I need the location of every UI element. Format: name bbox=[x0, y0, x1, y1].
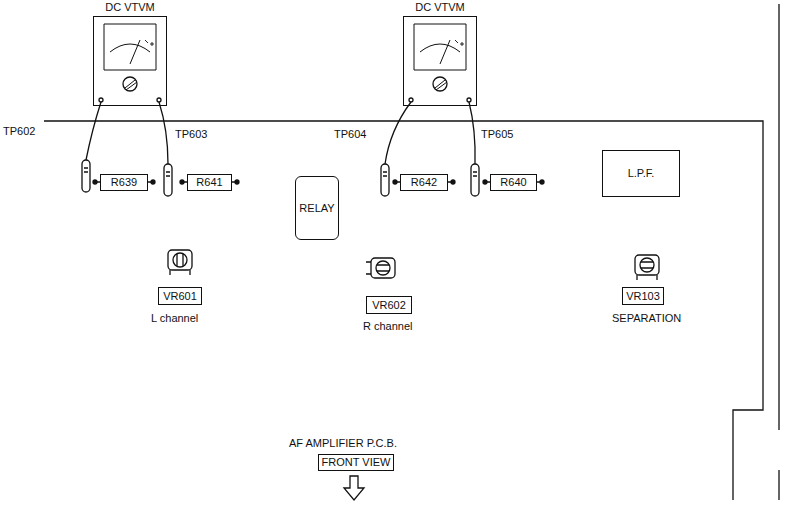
part-name: R640 bbox=[500, 176, 526, 189]
meter-lead bbox=[159, 102, 168, 164]
direction-arrow bbox=[344, 476, 364, 500]
meter-lead bbox=[86, 102, 101, 160]
meter: DC VTVM bbox=[403, 16, 477, 106]
channel-note: SEPARATION bbox=[611, 312, 682, 325]
meter-face bbox=[409, 24, 471, 102]
test-point: TP602 bbox=[2, 125, 36, 138]
resistor: R640 bbox=[490, 174, 537, 191]
part-name: RELAY bbox=[299, 202, 334, 215]
part-name: R642 bbox=[411, 176, 437, 189]
test-point: TP603 bbox=[174, 128, 208, 141]
test-probe bbox=[82, 160, 479, 196]
channel-note: L channel bbox=[150, 312, 199, 325]
channel-note: R channel bbox=[362, 320, 414, 333]
board-name: AF AMPLIFIER P.C.B. bbox=[288, 437, 398, 450]
resistor: R639 bbox=[100, 174, 148, 191]
part-name: VR602 bbox=[372, 299, 406, 312]
resistor: R641 bbox=[187, 174, 232, 191]
part-name: R641 bbox=[196, 176, 222, 189]
meter-face bbox=[99, 24, 161, 102]
resistor: R642 bbox=[400, 174, 448, 191]
meter-lead bbox=[469, 102, 475, 164]
board-edge bbox=[778, 4, 779, 430]
part-name: FRONT VIEW bbox=[322, 456, 391, 469]
part-name: VR103 bbox=[626, 290, 660, 303]
test-point: TP605 bbox=[480, 128, 514, 141]
pcb-outline bbox=[44, 121, 763, 500]
part-name: R639 bbox=[111, 176, 137, 189]
potentiometer-symbol bbox=[168, 250, 659, 280]
meter-lead bbox=[385, 102, 411, 164]
pot-label: VR103 bbox=[622, 287, 664, 305]
part-name: L.P.F. bbox=[628, 167, 655, 180]
meter: DC VTVM bbox=[93, 16, 167, 106]
test-point: TP604 bbox=[333, 128, 367, 141]
meter-title: DC VTVM bbox=[105, 1, 155, 14]
board-edge bbox=[778, 470, 779, 500]
relay: RELAY bbox=[295, 176, 339, 240]
pot-label: VR601 bbox=[158, 287, 202, 305]
part-name: VR601 bbox=[163, 290, 197, 303]
meter-title: DC VTVM bbox=[415, 1, 465, 14]
view-label: FRONT VIEW bbox=[318, 454, 395, 471]
pot-label: VR602 bbox=[366, 296, 412, 314]
filter-block: L.P.F. bbox=[602, 150, 680, 197]
